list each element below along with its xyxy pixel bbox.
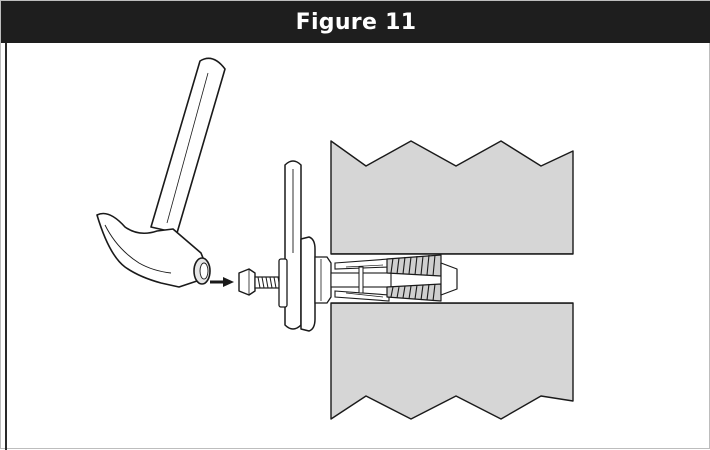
left-border-rule <box>5 43 7 450</box>
anchor-expansion-cone <box>386 254 458 302</box>
figure-title: Figure 11 <box>295 9 417 35</box>
wall-anchor-sleeve <box>330 258 392 302</box>
strike-arrow-icon <box>210 277 234 287</box>
mounting-bracket <box>278 160 332 332</box>
installation-illustration <box>96 57 574 420</box>
threaded-bolt-shaft <box>254 276 284 289</box>
figure-header: Figure 11 <box>1 1 710 43</box>
wall-lower-section <box>330 302 574 420</box>
hammer-icon <box>96 57 226 288</box>
hex-bolt-head <box>238 268 256 296</box>
wall-upper-section <box>330 140 574 255</box>
